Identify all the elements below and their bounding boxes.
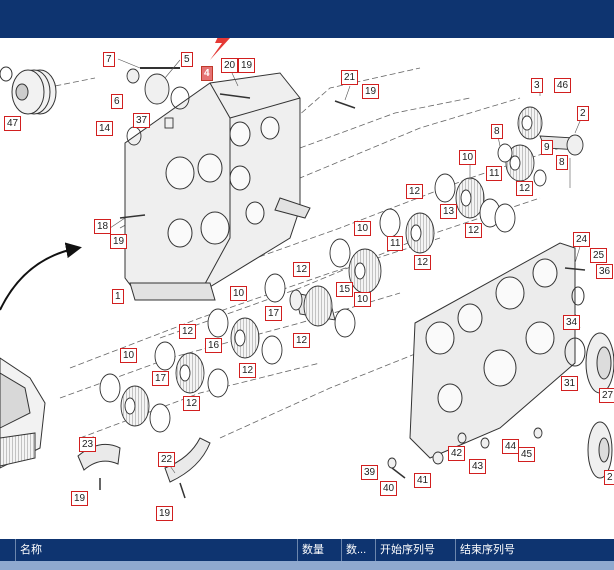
callout-11[interactable]: 11	[486, 166, 503, 181]
callout-12[interactable]: 12	[239, 363, 257, 378]
callout-10[interactable]: 10	[354, 221, 372, 236]
table-row[interactable]	[0, 561, 614, 570]
callout-19[interactable]: 19	[110, 234, 128, 249]
callout-45[interactable]: 45	[518, 447, 536, 462]
cover-plate-graphic	[409, 242, 576, 459]
exploded-view-drawing[interactable]: 47 7 5 4 20 19 6 37 14 21 19 3 46 2 8 9 …	[0, 38, 614, 530]
gears-graphic	[99, 106, 584, 433]
callout-31[interactable]: 31	[561, 376, 579, 391]
selection-arrow-graphic	[210, 38, 230, 60]
callout-6[interactable]: 6	[111, 94, 123, 109]
callout-19[interactable]: 19	[238, 58, 256, 73]
callout-16[interactable]: 16	[205, 338, 223, 353]
callout-4[interactable]: 4	[201, 66, 213, 81]
callout-20[interactable]: 20	[221, 58, 239, 73]
callout-10[interactable]: 10	[120, 348, 138, 363]
callout-12[interactable]: 12	[516, 181, 534, 196]
callout-9[interactable]: 9	[541, 140, 553, 155]
column-header-quantity-2[interactable]: 数...	[342, 539, 376, 561]
callout-10[interactable]: 10	[459, 150, 477, 165]
callout-19[interactable]: 19	[362, 84, 380, 99]
callout-13[interactable]: 13	[440, 204, 458, 219]
exploded-view-illustration	[0, 38, 614, 499]
column-header-quantity[interactable]: 数量	[298, 539, 342, 561]
callout-3[interactable]: 3	[531, 78, 543, 93]
callout-17[interactable]: 17	[265, 306, 283, 321]
callout-18[interactable]: 18	[94, 219, 112, 234]
callout-19[interactable]: 19	[156, 506, 174, 521]
callout-21[interactable]: 21	[341, 70, 359, 85]
pulley-graphic	[0, 66, 57, 115]
callout-37[interactable]: 37	[133, 113, 151, 128]
callout-12[interactable]: 12	[293, 333, 311, 348]
callout-12[interactable]: 12	[406, 184, 424, 199]
callout-40[interactable]: 40	[380, 481, 398, 496]
callout-10[interactable]: 10	[354, 292, 372, 307]
callout-12[interactable]: 12	[465, 223, 483, 238]
column-header-index[interactable]	[0, 539, 16, 561]
callout-12[interactable]: 12	[183, 396, 201, 411]
callout-17[interactable]: 17	[152, 371, 170, 386]
callout-19[interactable]: 19	[71, 491, 89, 506]
callout-27[interactable]: 27	[599, 388, 614, 403]
callout-7[interactable]: 7	[103, 52, 115, 67]
callout-2[interactable]: 2	[577, 106, 589, 121]
callout-43[interactable]: 43	[469, 459, 487, 474]
callout-12[interactable]: 12	[179, 324, 197, 339]
callout-41[interactable]: 41	[414, 473, 432, 488]
column-header-name[interactable]: 名称	[16, 539, 298, 561]
callout-22[interactable]: 22	[158, 452, 176, 467]
callout-42[interactable]: 42	[448, 446, 466, 461]
callout-1[interactable]: 1	[112, 289, 124, 304]
app-header-bar	[0, 0, 614, 38]
callout-39[interactable]: 39	[361, 465, 379, 480]
callout-36[interactable]: 36	[596, 264, 614, 279]
callout-47[interactable]: 47	[4, 116, 22, 131]
callout-24[interactable]: 24	[573, 232, 591, 247]
callout-25[interactable]: 25	[590, 248, 608, 263]
column-header-serial-start[interactable]: 开始序列号	[376, 539, 456, 561]
callout-10[interactable]: 10	[230, 286, 248, 301]
callout-46[interactable]: 46	[554, 78, 572, 93]
callout-34[interactable]: 34	[563, 315, 581, 330]
callout-14[interactable]: 14	[96, 121, 114, 136]
callout-8[interactable]: 8	[491, 124, 503, 139]
callout-11[interactable]: 11	[387, 236, 404, 251]
callout-44[interactable]: 44	[502, 439, 520, 454]
callout-15[interactable]: 15	[336, 282, 354, 297]
callout-12[interactable]: 12	[414, 255, 432, 270]
column-header-serial-end[interactable]: 结束序列号	[460, 544, 515, 556]
callout-5[interactable]: 5	[181, 52, 193, 67]
callout-8[interactable]: 8	[556, 155, 568, 170]
parts-table-header: 名称 数量 数... 开始序列号 结束序列号	[0, 539, 614, 561]
callout-23[interactable]: 23	[79, 437, 97, 452]
housing-graphic	[124, 72, 311, 301]
callout-2[interactable]: 2	[604, 470, 614, 485]
callout-12[interactable]: 12	[293, 262, 311, 277]
